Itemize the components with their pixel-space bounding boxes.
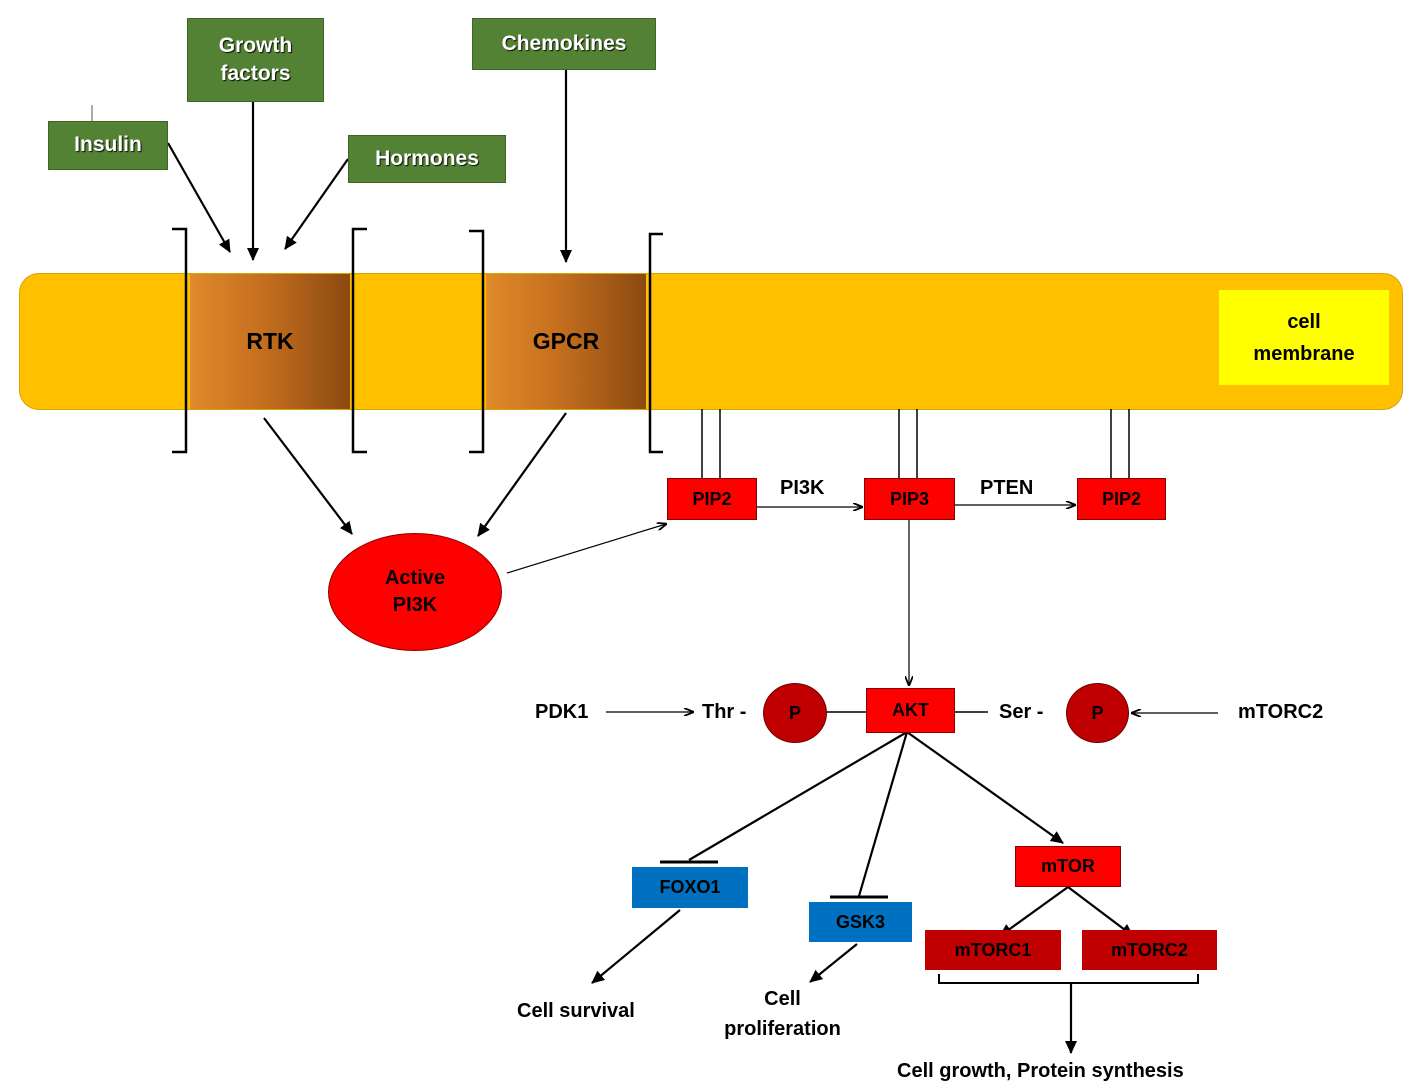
arrow-insulin-rtk bbox=[167, 142, 231, 253]
growth-factors-box: Growth factors bbox=[187, 18, 324, 102]
arrow-mtor-mtorc1 bbox=[999, 886, 1069, 937]
gpcr-label: GPCR bbox=[532, 328, 600, 354]
chemokines-box: Chemokines bbox=[472, 18, 656, 70]
insulin-box: Insulin bbox=[48, 121, 168, 170]
pten-enzyme-label: PTEN bbox=[980, 477, 1034, 499]
rtk-receptor: RTK bbox=[190, 274, 350, 409]
gpcr-receptor: GPCR bbox=[486, 274, 646, 409]
phospho-ser-circle: P bbox=[1066, 683, 1129, 743]
arrow-hormones-rtk bbox=[284, 158, 349, 250]
arrow-mtor-mtorc2 bbox=[1067, 886, 1134, 937]
bracket-mtorc bbox=[938, 974, 1199, 984]
pip3-box: PIP3 bbox=[864, 478, 955, 520]
rtk-label: RTK bbox=[246, 328, 294, 354]
akt-box: AKT bbox=[866, 688, 955, 733]
ser-label: Ser - bbox=[999, 701, 1044, 723]
bracket-rtk-right bbox=[351, 227, 367, 454]
pdk1-label: PDK1 bbox=[535, 701, 589, 723]
arrow-rtk-pi3k bbox=[263, 417, 353, 535]
cell-membrane-label: cell membrane bbox=[1219, 290, 1389, 385]
mtor-box: mTOR bbox=[1015, 846, 1121, 887]
hormones-label: Hormones bbox=[375, 146, 479, 170]
foxo1-box: FOXO1 bbox=[632, 867, 748, 908]
cell-proliferation-label: Cell proliferation bbox=[724, 988, 841, 1040]
insulin-label: Insulin bbox=[74, 133, 142, 157]
bracket-rtk-left bbox=[172, 227, 188, 454]
inhibit-akt-gsk3 bbox=[857, 731, 909, 897]
arrow-akt-mtor bbox=[906, 731, 1064, 844]
pip2-left-box: PIP2 bbox=[667, 478, 757, 520]
arrow-gpcr-pi3k bbox=[477, 412, 567, 537]
cell-growth-label: Cell growth, Protein synthesis bbox=[897, 1060, 1184, 1082]
hormones-box: Hormones bbox=[348, 135, 506, 183]
chemokines-label: Chemokines bbox=[501, 31, 627, 55]
cell-survival-label: Cell survival bbox=[517, 1000, 635, 1022]
thr-label: Thr - bbox=[702, 701, 747, 723]
mtorc2-kinase-label: mTORC2 bbox=[1238, 701, 1324, 723]
mtorc2-box: mTORC2 bbox=[1082, 930, 1217, 970]
arrow-gsk3-proliferation bbox=[809, 943, 858, 983]
inhibit-akt-foxo1 bbox=[688, 731, 908, 861]
mtorc1-box: mTORC1 bbox=[925, 930, 1061, 970]
phospho-thr-circle: P bbox=[763, 683, 827, 743]
bracket-gpcr-left bbox=[469, 229, 485, 454]
arrow-foxo1-survival bbox=[591, 909, 681, 984]
active-pi3k-node: Active PI3K bbox=[328, 533, 502, 651]
pip2-right-box: PIP2 bbox=[1077, 478, 1166, 520]
arrow-pi3k-pip2 bbox=[506, 524, 666, 574]
pi3k-enzyme-label: PI3K bbox=[780, 477, 825, 499]
bracket-gpcr-right bbox=[648, 232, 663, 454]
gsk3-box: GSK3 bbox=[809, 902, 912, 942]
